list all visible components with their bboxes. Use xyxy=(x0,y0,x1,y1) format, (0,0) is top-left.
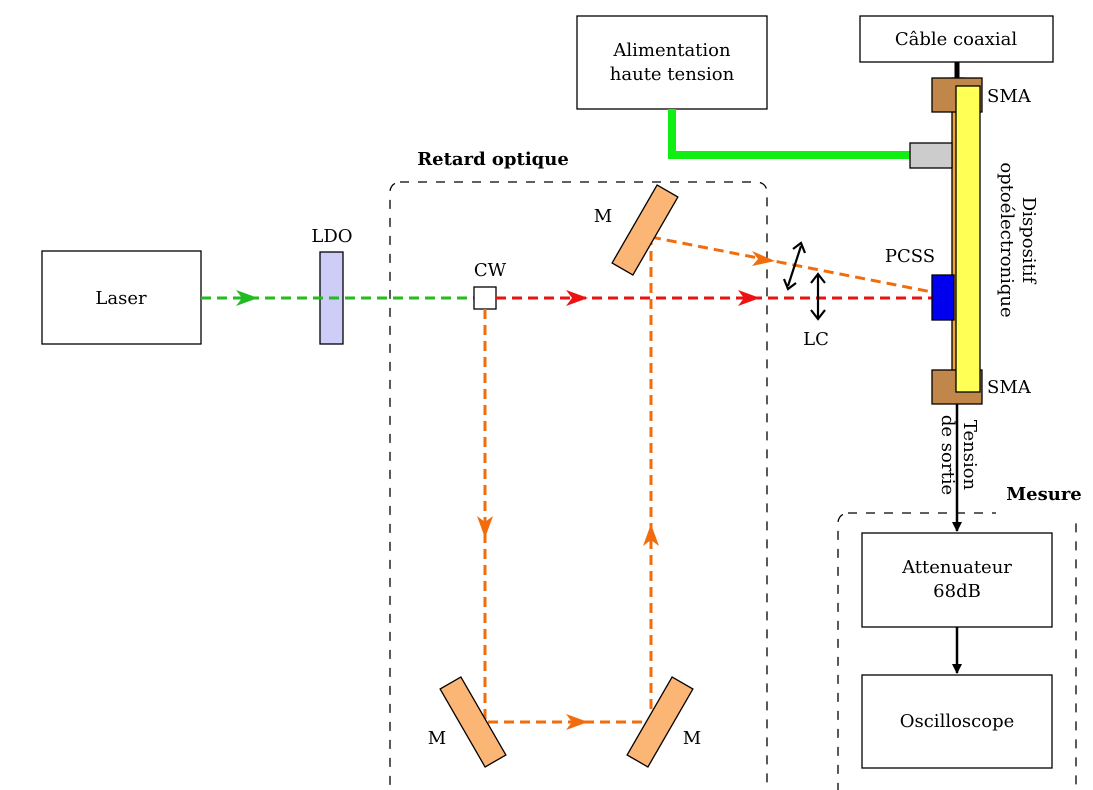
orange-arrow-diag xyxy=(752,251,775,266)
hv-wire xyxy=(668,109,910,159)
attenuator-label-2: 68dB xyxy=(933,581,981,602)
sma-bottom-label: SMA xyxy=(987,377,1032,398)
retard-optique-box xyxy=(389,181,768,790)
oscilloscope-box xyxy=(861,674,1053,769)
mirror-bottom-right-label: M xyxy=(683,728,701,749)
sma-top-label: SMA xyxy=(987,86,1032,107)
lc-label: LC xyxy=(803,329,829,350)
orange-arrow-down xyxy=(477,516,493,538)
device-label-2: optoélectronique xyxy=(996,162,1017,317)
mirror-top xyxy=(611,184,679,276)
mirror-bottom-left-label: M xyxy=(428,728,446,749)
mirror-top-label: M xyxy=(594,206,612,227)
mirror-bottom-left xyxy=(439,676,507,768)
orange-arrow-right xyxy=(566,714,588,730)
orange-beam-delay xyxy=(483,237,653,724)
retard-optique-label: Retard optique xyxy=(417,149,569,170)
attenuator-label-1: Attenuateur xyxy=(901,557,1012,578)
lens-lc-2 xyxy=(810,272,826,321)
coax-cable-box xyxy=(859,15,1054,63)
cw-label: CW xyxy=(474,260,507,281)
ldo-label: LDO xyxy=(311,226,352,247)
hv-supply-label-2: haute tension xyxy=(610,64,735,85)
device-label-1: Dispositif xyxy=(1018,197,1039,285)
pcss-element xyxy=(931,274,955,321)
orange-arrow-up xyxy=(643,524,659,546)
oscilloscope-label: Oscilloscope xyxy=(900,711,1015,732)
hv-supply-box xyxy=(576,15,768,110)
mirror-bottom-right xyxy=(626,676,694,768)
pcss-label: PCSS xyxy=(885,246,935,267)
attenuator-box xyxy=(861,532,1053,628)
cw-beamsplitter xyxy=(473,286,497,310)
mesure-label: Mesure xyxy=(1006,484,1082,505)
output-label-2: de sortie xyxy=(937,415,958,495)
output-label-1: Tension xyxy=(959,420,980,491)
laser-box xyxy=(41,250,202,345)
laser-label: Laser xyxy=(95,288,147,309)
lens-lc-1 xyxy=(782,241,807,291)
coax-cable-label: Câble coaxial xyxy=(895,29,1017,50)
green-arrow xyxy=(236,290,258,306)
red-arrow-2 xyxy=(738,290,760,306)
side-connector xyxy=(909,142,953,169)
device-strip xyxy=(955,85,981,393)
red-arrow-1 xyxy=(566,290,588,306)
hv-supply-label-1: Alimentation xyxy=(612,40,731,61)
